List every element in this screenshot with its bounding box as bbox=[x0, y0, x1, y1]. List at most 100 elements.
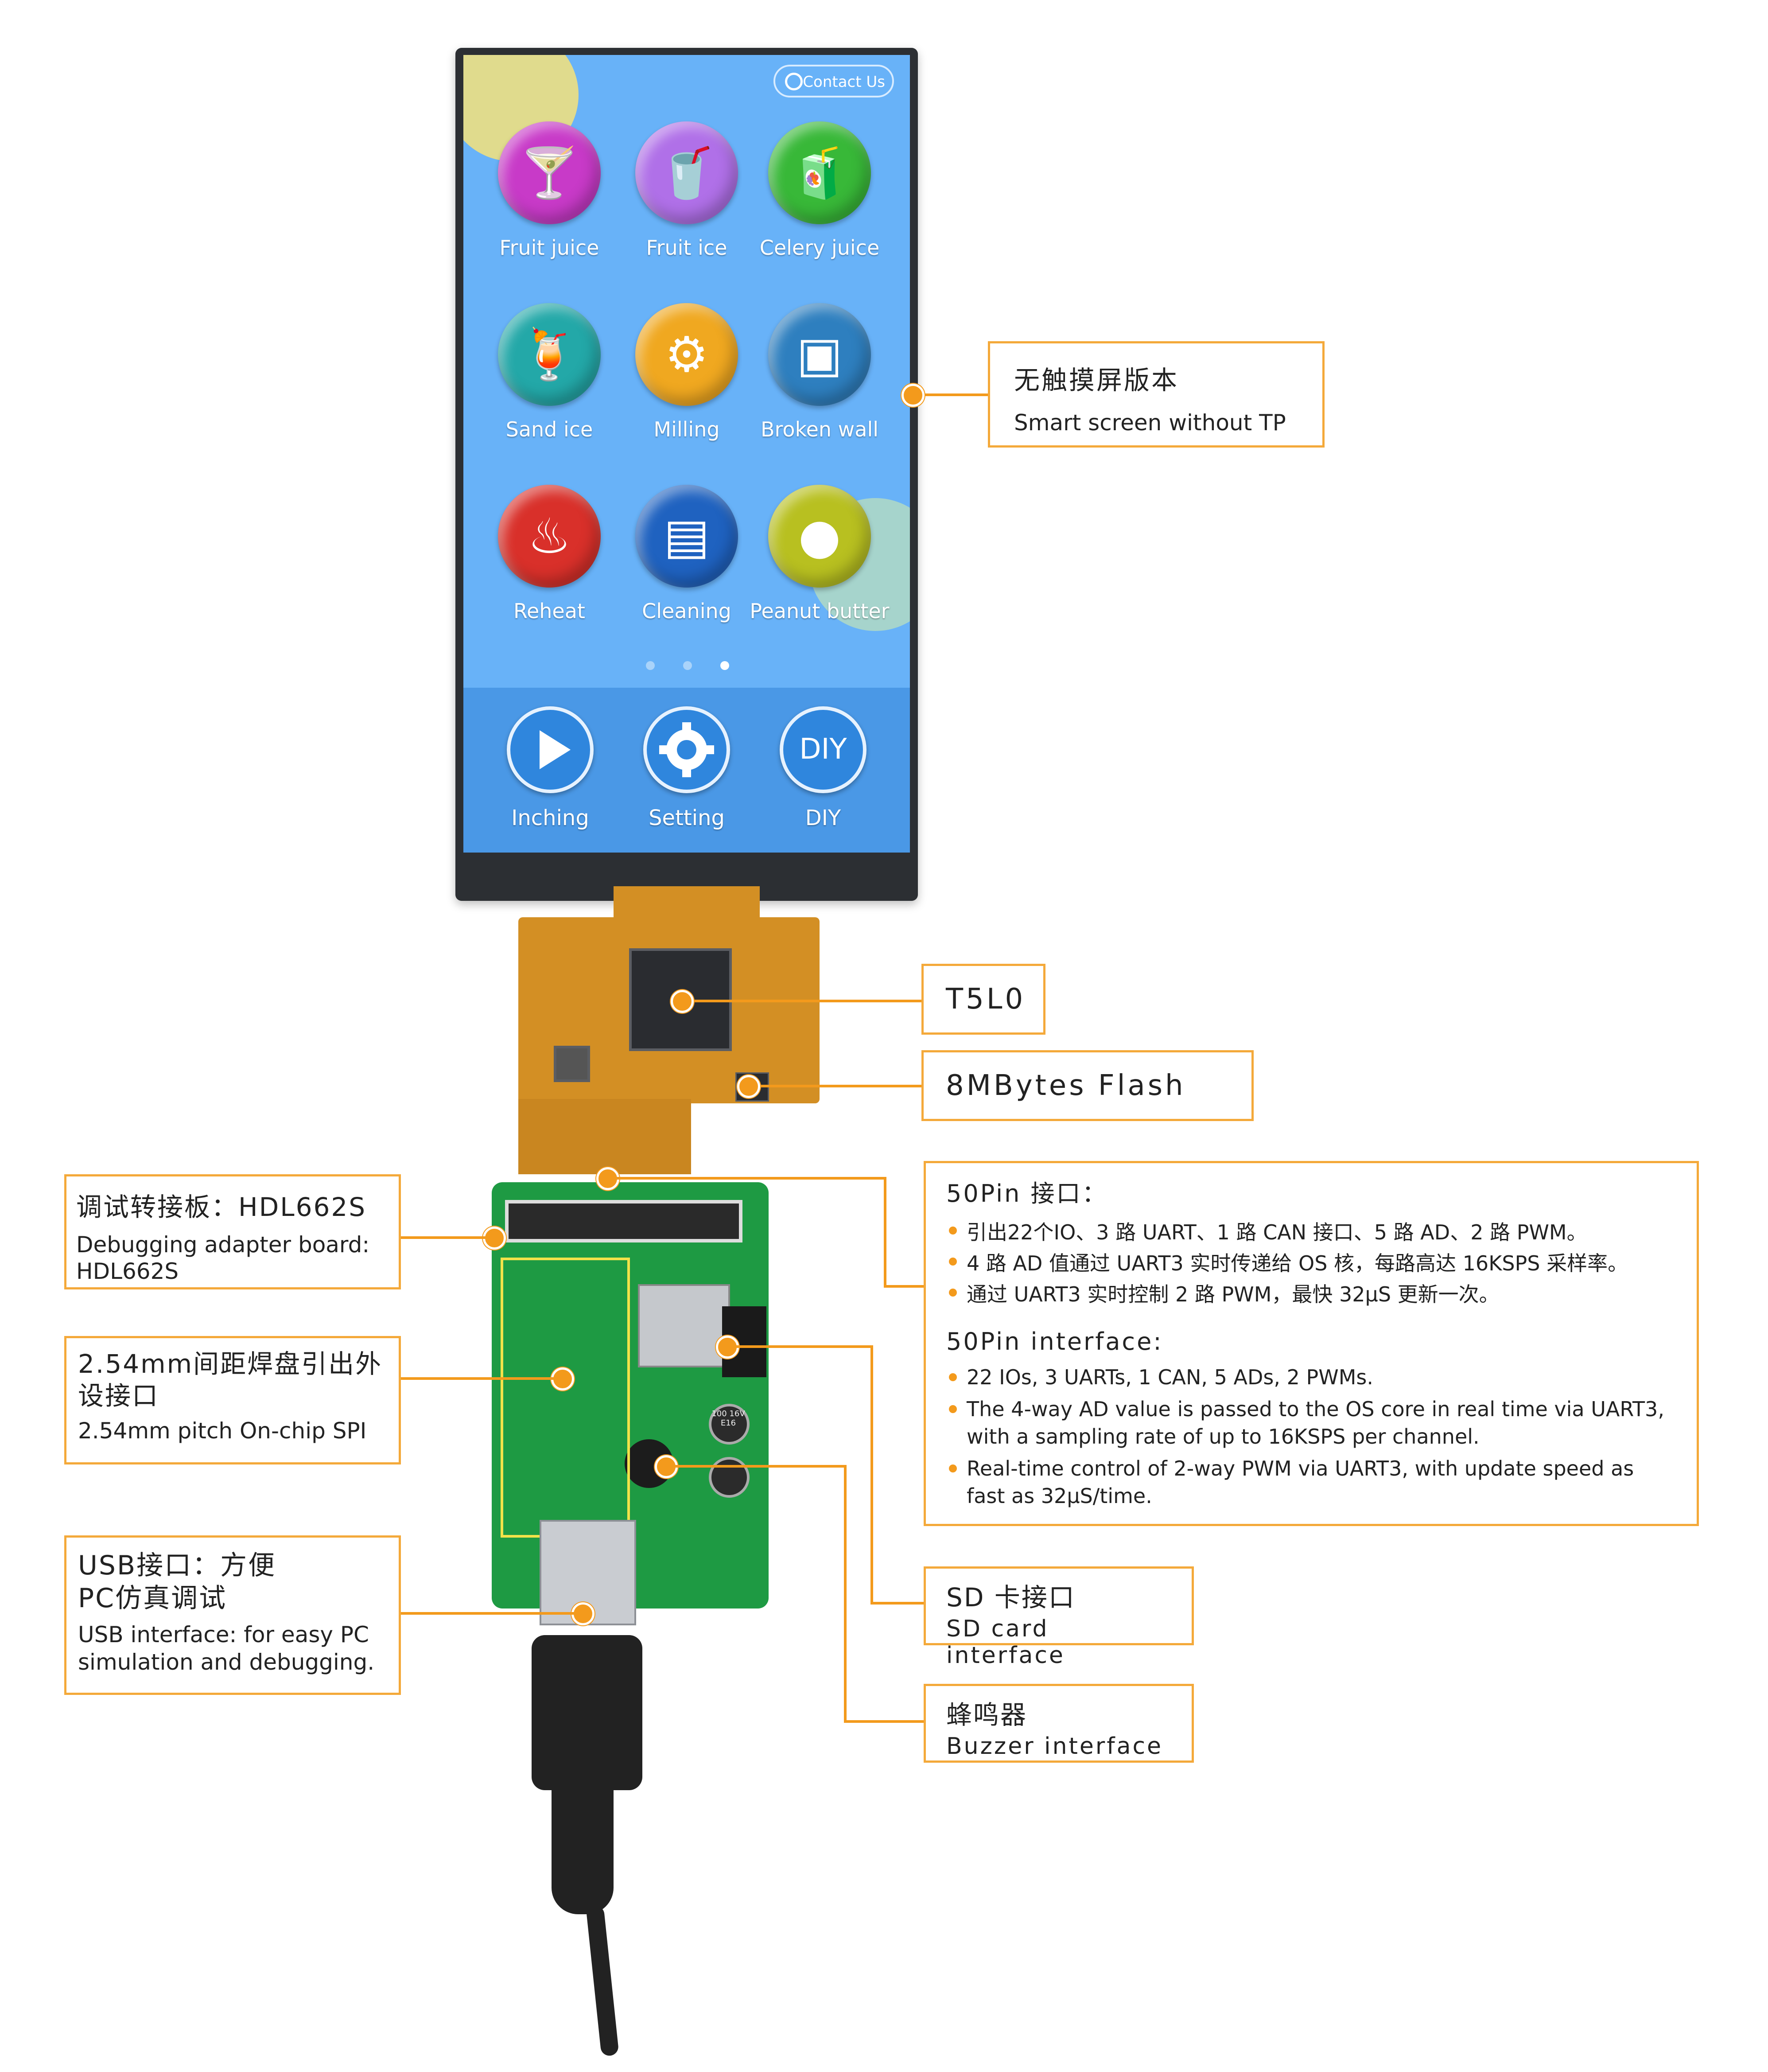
app-broken-wall[interactable]: ▣ Broken wall bbox=[749, 303, 890, 463]
callout-cn: USB接口：方便PC仿真调试 bbox=[78, 1550, 276, 1614]
app-label: Fruit ice bbox=[646, 236, 727, 260]
brush-icon: ▤ bbox=[635, 485, 738, 588]
app-label: Fruit juice bbox=[499, 236, 599, 260]
callout-en: USB interface: for easy PC simulation an… bbox=[78, 1622, 375, 1675]
usb-cable bbox=[552, 1781, 614, 1914]
callout-label: T5L0 bbox=[946, 983, 1026, 1016]
leader-line bbox=[844, 1465, 847, 1723]
leader-line bbox=[727, 1345, 873, 1348]
callout-cn: 调试转接板：HDL662S bbox=[76, 1192, 367, 1222]
setting-label: Setting bbox=[649, 806, 725, 830]
leader-line bbox=[749, 1085, 921, 1087]
app-label: Celery juice bbox=[759, 236, 880, 260]
leader-line bbox=[664, 1465, 846, 1468]
inductor bbox=[554, 1046, 590, 1082]
leader-line bbox=[844, 1720, 926, 1723]
app-label: Peanut butter bbox=[750, 599, 890, 623]
page-indicator-active[interactable] bbox=[720, 661, 729, 670]
fpc-tail bbox=[614, 886, 760, 922]
leader-line bbox=[399, 1236, 487, 1239]
app-label: Broken wall bbox=[760, 417, 879, 441]
callout-dot bbox=[737, 1075, 760, 1098]
app-cleaning[interactable]: ▤ Cleaning bbox=[616, 485, 758, 644]
leader-line bbox=[682, 1000, 921, 1002]
capacitor bbox=[709, 1457, 750, 1498]
contact-us-label: Contact Us bbox=[803, 73, 885, 91]
inching-label: Inching bbox=[511, 806, 589, 830]
app-sand-ice[interactable]: 🍹 Sand ice bbox=[478, 303, 620, 463]
diy-label: DIY bbox=[805, 806, 841, 830]
callout-sd: SD 卡接口 SD card interface bbox=[924, 1566, 1194, 1669]
page-indicator[interactable] bbox=[646, 661, 655, 670]
app-label: Reheat bbox=[513, 599, 585, 623]
pin50-en-item: 22 IOs, 3 UARTs, 1 CAN, 5 ADs, 2 PWMs. bbox=[946, 1363, 1676, 1391]
pin-header-area bbox=[501, 1258, 630, 1538]
drink-cup-icon: 🥤 bbox=[635, 121, 738, 224]
fpc-cable bbox=[518, 1099, 691, 1174]
bottom-bar: Inching Setting DIY DIY bbox=[463, 688, 910, 853]
callout-buzzer: 蜂鸣器 Buzzer interface bbox=[924, 1684, 1194, 1763]
callout-no-touch: 无触摸屏版本 Smart screen without TP bbox=[988, 341, 1325, 448]
callout-cn: SD 卡接口 bbox=[946, 1582, 1076, 1612]
inching-button[interactable]: Inching bbox=[484, 706, 617, 853]
app-celery-juice[interactable]: 🧃 Celery juice bbox=[749, 121, 890, 281]
peanut-icon: ● bbox=[768, 485, 871, 588]
sand-ice-icon: 🍹 bbox=[498, 303, 601, 406]
play-icon bbox=[507, 706, 594, 793]
callout-en: Buzzer interface bbox=[946, 1733, 1163, 1760]
usb-a-connector bbox=[540, 1520, 636, 1625]
lcd-screen: Contact Us 🍸 Fruit juice 🥤 Fruit ice 🧃 C… bbox=[463, 55, 910, 853]
callout-en: Debugging adapter board: HDL662S bbox=[76, 1232, 370, 1284]
callout-50pin: 50Pin 接口： 引出22个IO、3 路 UART、1 路 CAN 接口、5 … bbox=[924, 1161, 1699, 1526]
callout-en: Smart screen without TP bbox=[1014, 410, 1286, 436]
leader-line bbox=[870, 1602, 926, 1605]
leader-line bbox=[399, 1612, 576, 1615]
cocktail-icon: 🍸 bbox=[498, 121, 601, 224]
pin50-en-item: Real-time control of 2-way PWM via UART3… bbox=[946, 1455, 1676, 1510]
callout-pitch: 2.54mm间距焊盘引出外设接口 2.54mm pitch On-chip SP… bbox=[64, 1336, 401, 1464]
app-milling[interactable]: ⚙ Milling bbox=[616, 303, 758, 463]
leader-line bbox=[913, 393, 992, 396]
fpc-connector bbox=[505, 1200, 742, 1242]
sd-card-slot bbox=[638, 1284, 730, 1367]
capacitor bbox=[709, 1404, 750, 1445]
callout-label: 8MBytes Flash bbox=[946, 1069, 1186, 1102]
callout-dot bbox=[901, 384, 925, 407]
leader-line bbox=[884, 1177, 886, 1288]
cap-marking: 100 16V E16 bbox=[711, 1409, 745, 1428]
pin50-en-item: The 4-way AD value is passed to the OS c… bbox=[946, 1395, 1676, 1450]
app-fruit-juice[interactable]: 🍸 Fruit juice bbox=[478, 121, 620, 281]
pin50-cn-item: 通过 UART3 实时控制 2 路 PWM，最快 32μS 更新一次。 bbox=[946, 1279, 1676, 1310]
juice-box-icon: 🧃 bbox=[768, 121, 871, 224]
app-label: Milling bbox=[653, 417, 720, 441]
callout-cn: 无触摸屏版本 bbox=[1014, 365, 1179, 395]
callout-en: SD card interface bbox=[946, 1616, 1065, 1669]
setting-button[interactable]: Setting bbox=[620, 706, 753, 853]
page-indicator[interactable] bbox=[683, 661, 692, 670]
pin50-cn-item: 4 路 AD 值通过 UART3 实时传递给 OS 核，每路高达 16KSPS … bbox=[946, 1248, 1676, 1279]
callout-debug-board: 调试转接板：HDL662S Debugging adapter board: H… bbox=[64, 1174, 401, 1289]
app-label: Sand ice bbox=[505, 417, 593, 441]
callout-dot bbox=[671, 990, 694, 1013]
app-peanut-butter[interactable]: ● Peanut butter bbox=[749, 485, 890, 644]
callout-cn: 蜂鸣器 bbox=[946, 1700, 1028, 1730]
diy-icon: DIY bbox=[780, 706, 867, 793]
diy-button[interactable]: DIY DIY bbox=[757, 706, 890, 853]
app-reheat[interactable]: ♨ Reheat bbox=[478, 485, 620, 644]
callout-flash: 8MBytes Flash bbox=[921, 1050, 1254, 1121]
headset-icon bbox=[785, 73, 803, 90]
steaming-bowl-icon: ♨ bbox=[498, 485, 601, 588]
contact-us-button[interactable]: Contact Us bbox=[773, 65, 894, 97]
pin50-en-title: 50Pin interface: bbox=[946, 1328, 1163, 1355]
leader-line bbox=[884, 1285, 924, 1288]
leader-line bbox=[607, 1177, 886, 1180]
gear-icon bbox=[643, 706, 730, 793]
app-label: Cleaning bbox=[642, 599, 731, 623]
grinder-icon: ⚙ bbox=[635, 303, 738, 406]
leader-line bbox=[399, 1377, 554, 1380]
blender-icon: ▣ bbox=[768, 303, 871, 406]
pin50-cn-item: 引出22个IO、3 路 UART、1 路 CAN 接口、5 路 AD、2 路 P… bbox=[946, 1217, 1676, 1248]
callout-en: 2.54mm pitch On-chip SPI bbox=[78, 1418, 367, 1444]
callout-cn: 2.54mm间距焊盘引出外设接口 bbox=[78, 1349, 383, 1411]
app-fruit-ice[interactable]: 🥤 Fruit ice bbox=[616, 121, 758, 281]
